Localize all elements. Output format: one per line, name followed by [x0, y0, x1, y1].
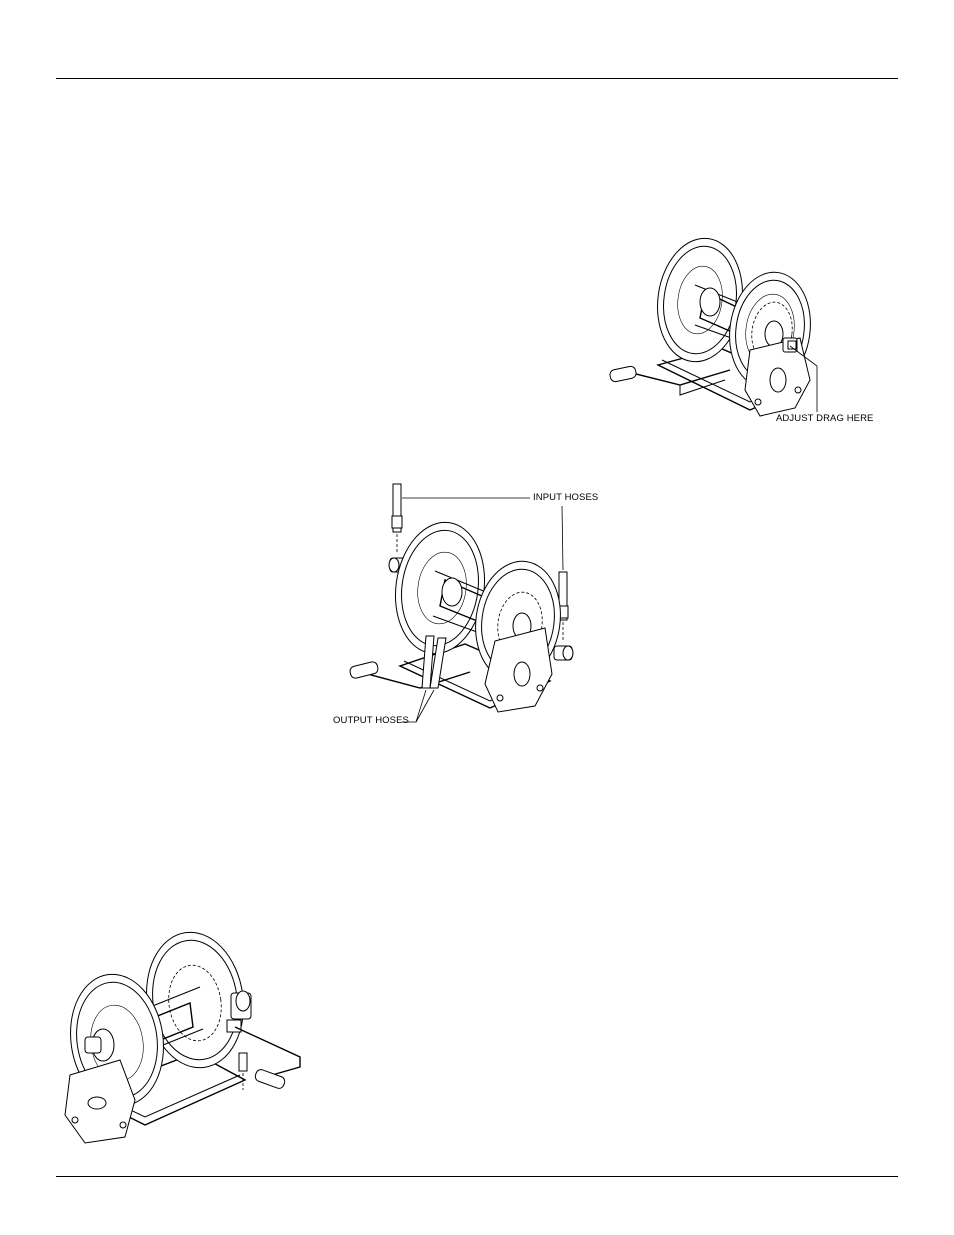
crank-side-figure — [55, 925, 310, 1145]
hose-reel-drawing-hoses — [330, 476, 610, 730]
drag-adjust-figure: ADJUST DRAG HERE — [600, 230, 880, 430]
footer-rule — [56, 1176, 898, 1177]
hose-reel-drawing-drag — [600, 230, 880, 430]
output-hoses-label: OUTPUT HOSES — [333, 716, 409, 726]
hose-reel-drawing-crank — [55, 925, 310, 1145]
input-hoses-label: INPUT HOSES — [533, 493, 598, 503]
adjust-drag-label: ADJUST DRAG HERE — [776, 414, 874, 424]
header-rule — [56, 78, 898, 79]
hose-connections-figure: INPUT HOSES OUTPUT HOSES — [330, 476, 610, 730]
